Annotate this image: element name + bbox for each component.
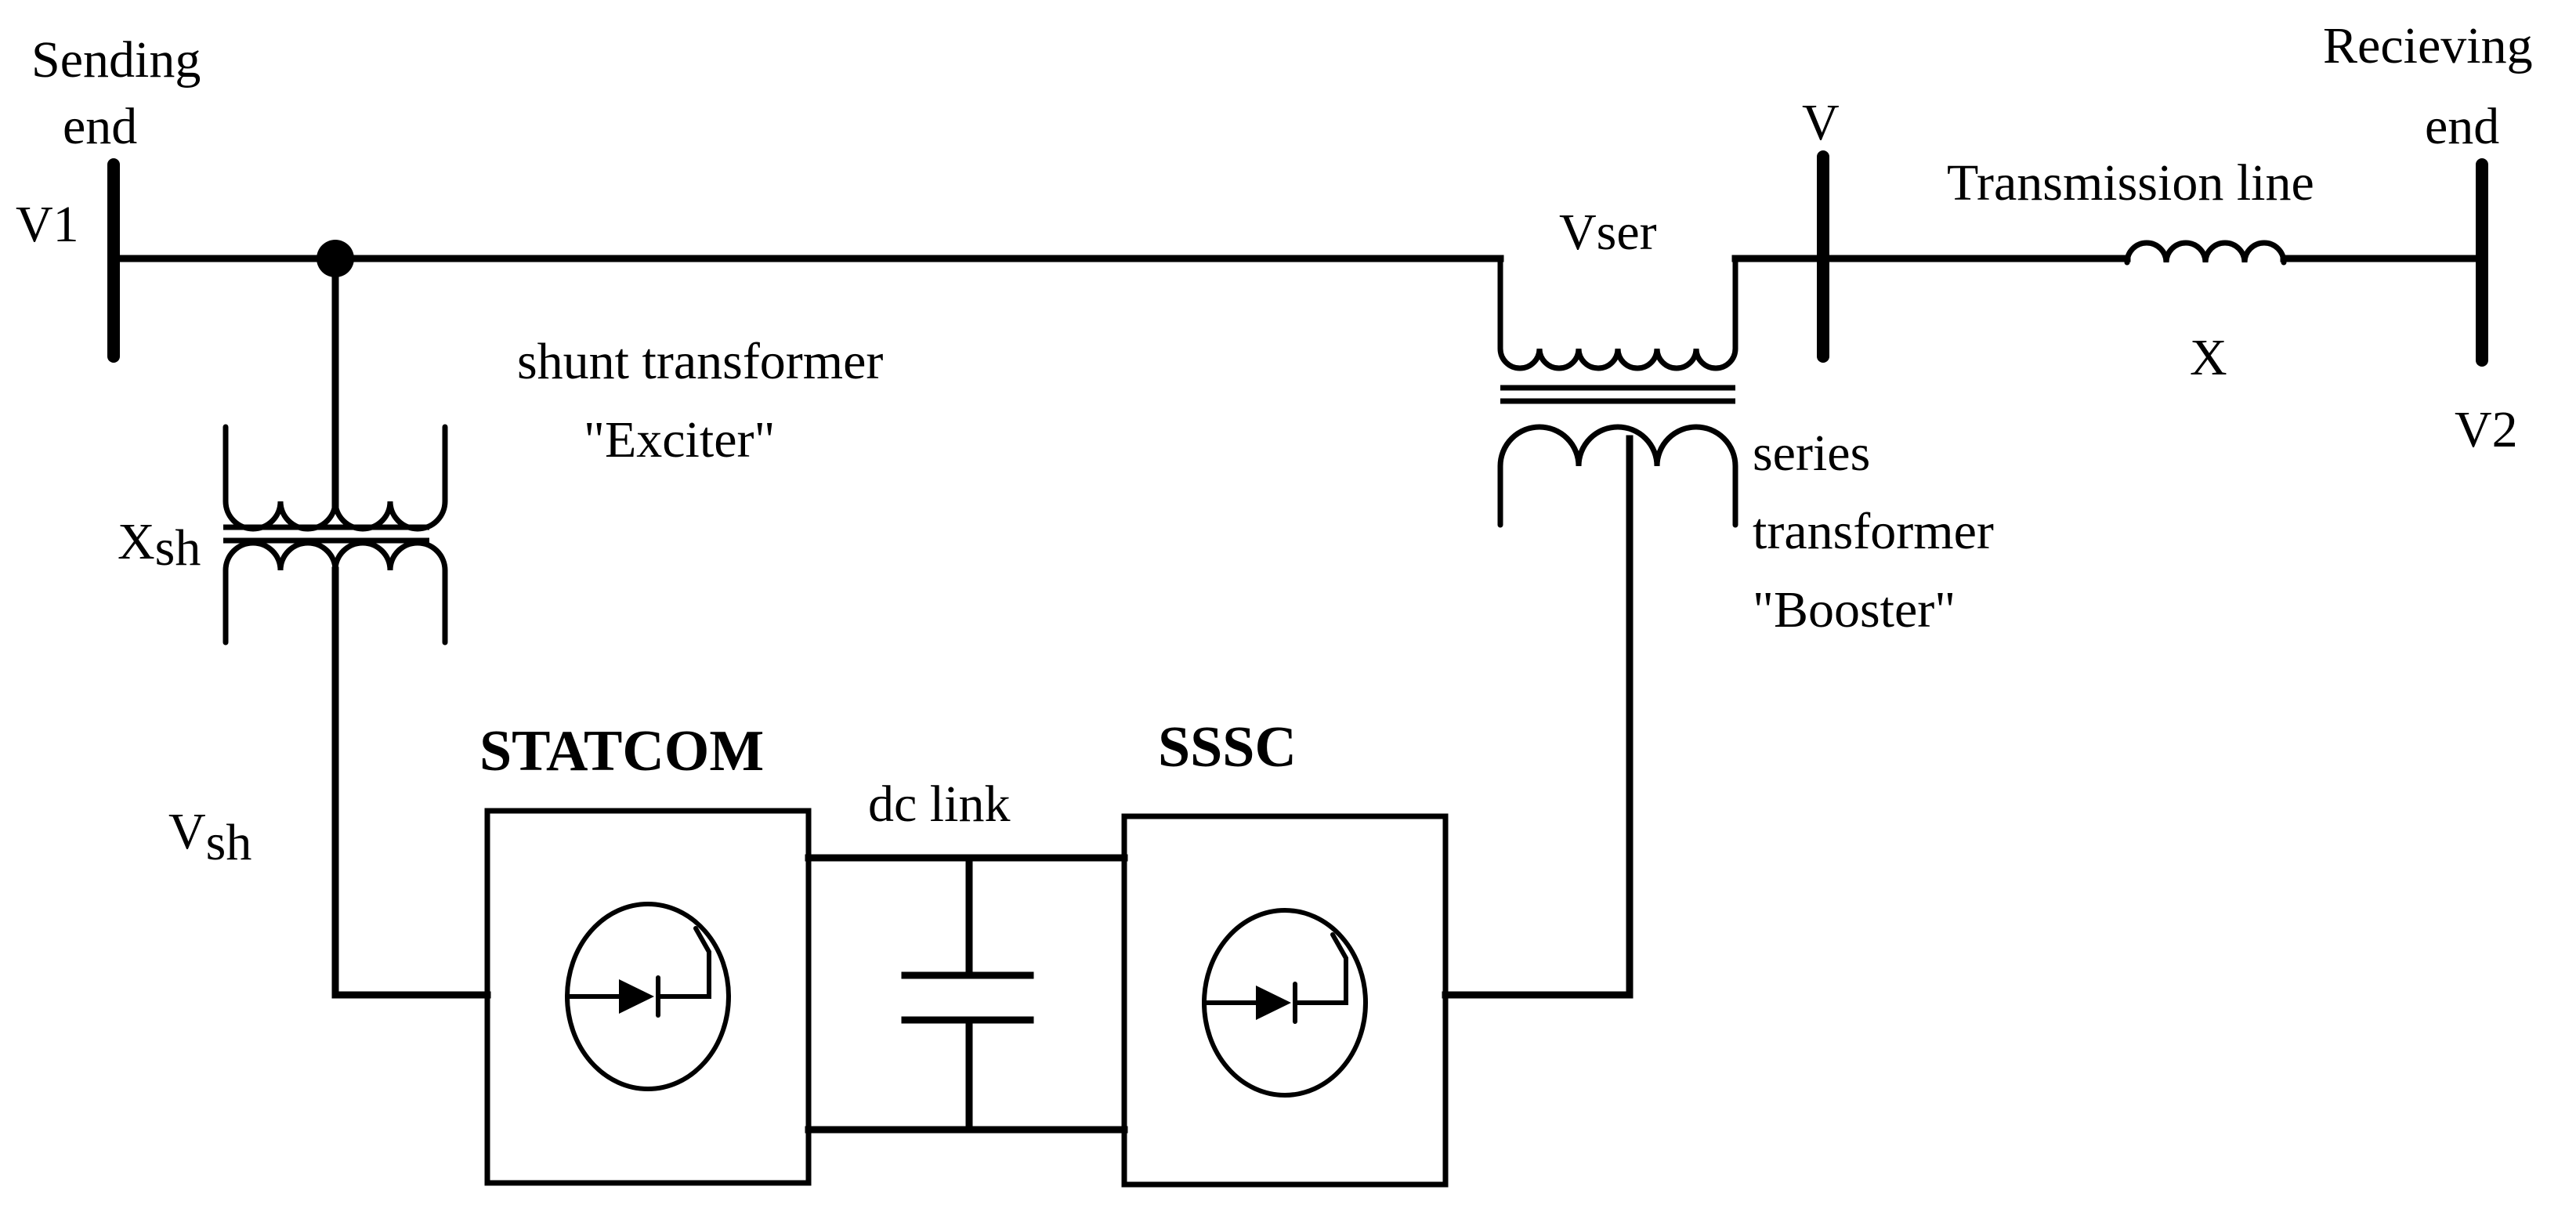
xsh-label-sub: sh (155, 519, 201, 577)
series-transformer-label-line3: "Booster" (1753, 581, 1956, 638)
statcom-label: STATCOM (479, 719, 764, 783)
series-transformer-icon (1497, 255, 1738, 999)
x-label: X (2190, 329, 2227, 386)
shunt-transformer-icon (223, 255, 448, 999)
xsh-label-main: X (118, 513, 155, 570)
vsh-label-sub: sh (206, 814, 252, 871)
shunt-transformer-label-line2: "Exciter" (584, 411, 775, 468)
v-label: V (1802, 94, 1840, 151)
transmission-line-label: Transmission line (1947, 154, 2314, 212)
receiving-end-label-line2: end (2425, 98, 2499, 155)
series-transformer-label-line2: transformer (1753, 503, 1994, 560)
sssc-label: SSSC (1158, 715, 1297, 779)
vsh-label-main: V (168, 803, 206, 860)
vsh-label: Vsh (168, 803, 251, 871)
dc-link-label: dc link (868, 776, 1010, 833)
vser-label: Vser (1559, 204, 1657, 261)
v2-label: V2 (2455, 401, 2518, 458)
capacitor-icon (901, 854, 1034, 1134)
xsh-label: Xsh (118, 513, 201, 577)
gto-thyristor-icon (1202, 908, 1368, 1098)
sssc-box (1121, 813, 1449, 1188)
receiving-end-label-line1: Recieving (2323, 17, 2533, 74)
inductor-icon (2124, 240, 2287, 266)
sending-end-label-line1: Sending (31, 31, 201, 89)
v1-label: V1 (16, 196, 79, 253)
gto-thyristor-icon (565, 902, 731, 1091)
statcom-box (484, 808, 812, 1186)
series-transformer-label-line1: series (1753, 425, 1870, 482)
shunt-transformer-label-line1: shunt transformer (517, 333, 883, 390)
sending-end-label-line2: end (63, 98, 137, 155)
